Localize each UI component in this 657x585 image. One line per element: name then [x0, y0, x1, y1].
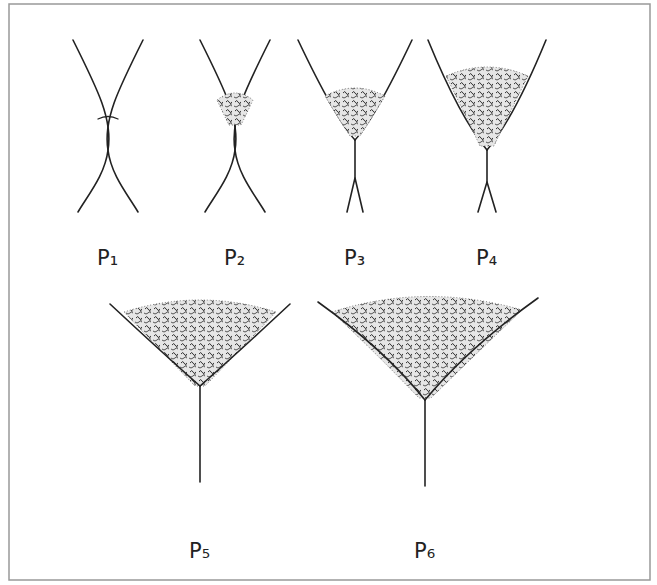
- stage-label: P₅: [189, 541, 210, 562]
- stage-label: P₂: [224, 248, 245, 269]
- stage-label: P₁: [97, 248, 118, 269]
- stage-label: P₄: [476, 248, 497, 269]
- stage-label: P₆: [414, 541, 435, 562]
- frame: [9, 4, 650, 580]
- stage-label: P₃: [344, 248, 365, 269]
